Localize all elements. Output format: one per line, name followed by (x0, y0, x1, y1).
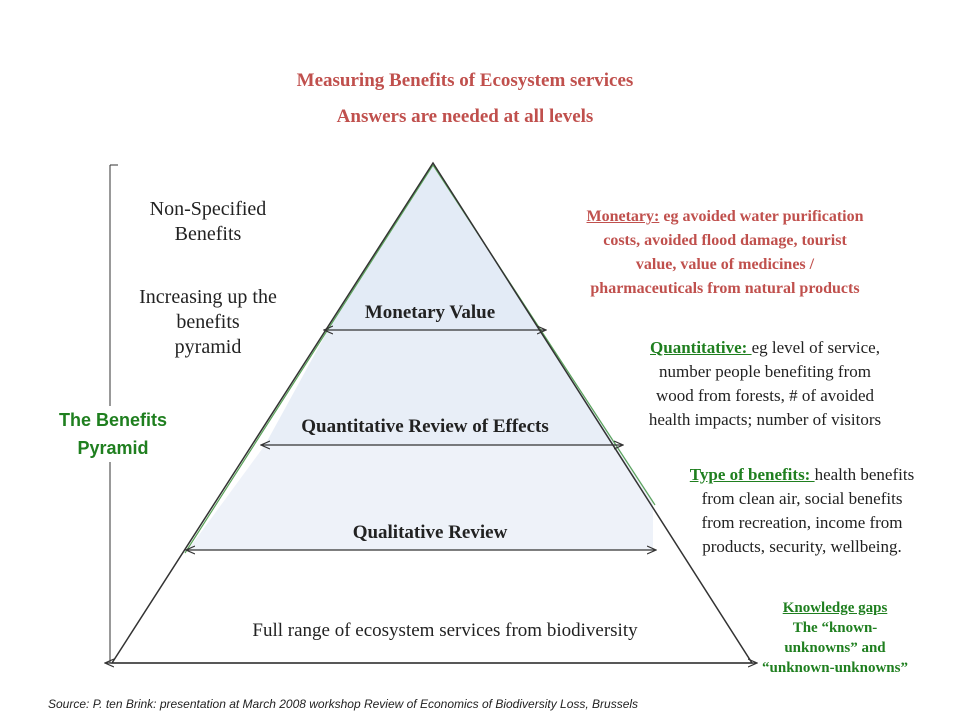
increasing-line-2: benefits (176, 311, 240, 333)
increasing-line-3: pyramid (174, 336, 242, 358)
note-quantitative-line-1: eg level of service, (751, 338, 880, 357)
note-type-line-4: products, security, wellbeing. (702, 537, 902, 556)
level-monetary-value: Monetary Value (364, 302, 496, 323)
non-specified-benefits: Non-Specified Benefits (108, 197, 308, 247)
note-type-line-1: health benefits (814, 465, 915, 484)
title-line-2: Answers are needed at all levels (336, 106, 594, 127)
title-line-1: Measuring Benefits of Ecosystem services (296, 70, 634, 91)
note-monetary-line-4: pharmaceuticals from natural products (590, 280, 860, 297)
benefits-pyramid-line-1: The Benefits (58, 410, 168, 430)
note-quantitative-label: Quantitative: (650, 338, 752, 357)
level-qualitative-review: Qualitative Review (352, 522, 508, 543)
non-specified-line-2: Benefits (174, 223, 242, 245)
note-quantitative: Quantitative: eg level of service, numbe… (600, 336, 930, 432)
note-monetary: Monetary: eg avoided water purification … (525, 205, 925, 301)
band-quantitative (265, 330, 617, 445)
note-quantitative-line-3: wood from forests, # of avoided (655, 386, 875, 405)
note-monetary-line-3: value, value of medicines / (635, 256, 815, 273)
note-knowledge-gaps: Knowledge gaps The “known- unknowns” and… (730, 598, 940, 678)
note-gaps-line-1: The “known- (792, 620, 878, 636)
benefits-pyramid-label: The Benefits Pyramid (38, 406, 188, 462)
note-quantitative-line-4: health impacts; number of visitors (648, 410, 882, 429)
note-monetary-line-1: eg avoided water purification (659, 208, 864, 225)
non-specified-line-1: Non-Specified (149, 198, 267, 220)
note-monetary-label: Monetary: (586, 208, 660, 225)
band-qualitative (188, 445, 653, 550)
note-quantitative-line-2: number people benefiting from (659, 362, 871, 381)
increasing-line-1: Increasing up the (139, 286, 277, 308)
note-type-line-2: from clean air, social benefits (701, 489, 903, 508)
note-type-of-benefits: Type of benefits: health benefits from c… (652, 463, 952, 559)
green-edge-left (184, 164, 434, 554)
source-citation: Source: P. ten Brink: presentation at Ma… (48, 697, 639, 711)
note-type-label: Type of benefits: (689, 465, 815, 484)
note-gaps-label: Knowledge gaps (782, 600, 888, 616)
band-monetary (328, 165, 541, 330)
note-gaps-line-3: “unknown-unknowns” (762, 660, 908, 676)
benefits-pyramid-line-2: Pyramid (77, 438, 149, 458)
level-full-range: Full range of ecosystem services from bi… (252, 620, 638, 641)
level-quantitative-review: Quantitative Review of Effects (301, 416, 549, 437)
note-monetary-line-2: costs, avoided flood damage, tourist (603, 232, 847, 249)
note-gaps-line-2: unknowns” and (784, 640, 886, 656)
increasing-text: Increasing up the benefits pyramid (108, 285, 308, 360)
note-type-line-3: from recreation, income from (701, 513, 903, 532)
